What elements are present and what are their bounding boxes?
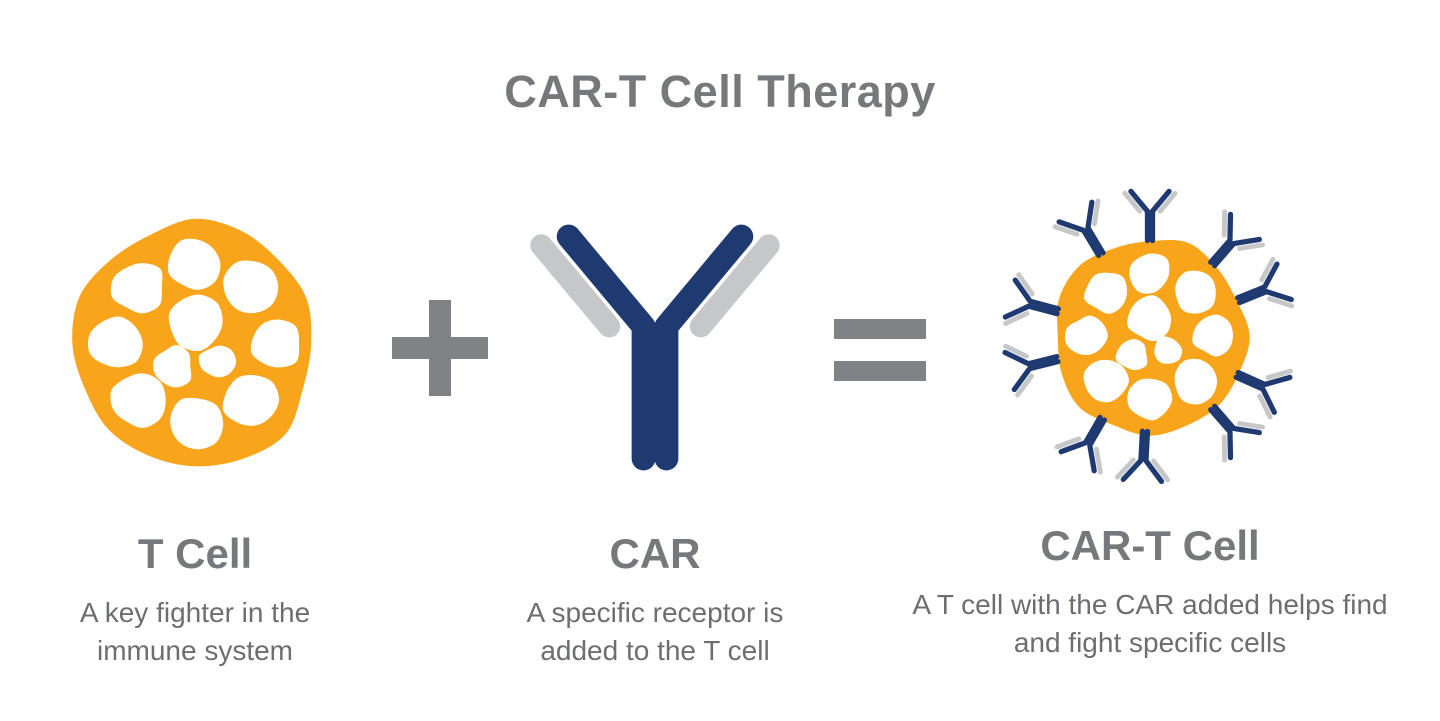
car-t-cell-illustration <box>1002 188 1295 485</box>
t-cell-icon <box>20 168 370 520</box>
page-title: CAR-T Cell Therapy <box>504 66 936 117</box>
car-label: CAR <box>609 530 701 577</box>
car-receptor-icon <box>480 168 830 520</box>
t-cell-illustration <box>72 218 312 467</box>
cart-description: A T cell with the CAR added helps find a… <box>912 589 1388 658</box>
car-column: CAR A specific receptor is added to the … <box>480 168 830 670</box>
car-receptor-illustration <box>530 224 780 471</box>
equals-bar-bottom <box>834 361 926 381</box>
plus-icon <box>390 298 490 398</box>
tcell-column: T Cell A key fighter in the immune syste… <box>20 168 370 670</box>
car-t-cell-icon <box>900 160 1400 512</box>
equals-icon <box>834 319 926 381</box>
cart-cell-column: CAR-T Cell A T cell with the CAR added h… <box>900 160 1400 662</box>
plus-bar-vertical <box>429 300 451 396</box>
car-description: A specific receptor is added to the T ce… <box>526 597 784 666</box>
cart-label: CAR-T Cell <box>1040 522 1260 569</box>
equals-bar-top <box>834 319 926 339</box>
tcell-description: A key fighter in the immune system <box>79 597 311 666</box>
tcell-label: T Cell <box>137 530 253 577</box>
